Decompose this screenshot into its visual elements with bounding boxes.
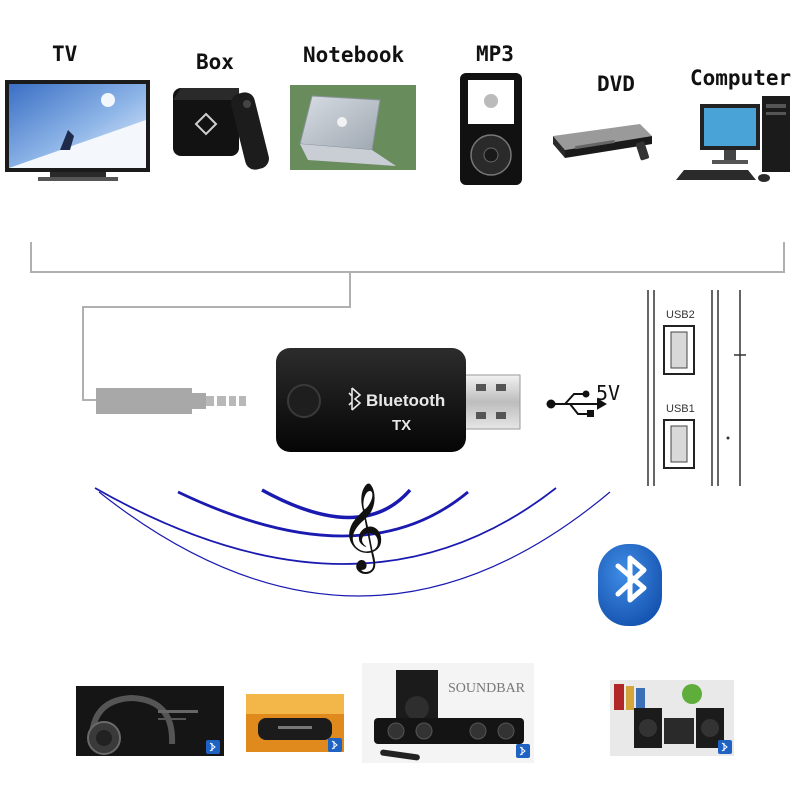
portable-speaker-receiver-icon — [246, 694, 344, 752]
source-label-dvd: DVD — [597, 72, 635, 96]
source-label-box: Box — [196, 50, 234, 74]
source-label-computer: Computer — [690, 66, 792, 90]
device-model-text: TX — [392, 417, 411, 434]
bluetooth-transmitter: Bluetooth TX — [276, 348, 521, 452]
usb1-label: USB1 — [666, 403, 695, 415]
voltage-label: 5V — [596, 381, 621, 405]
dvd-player-icon — [553, 124, 652, 161]
hifi-system-receiver-icon — [610, 680, 734, 756]
soundbar-label-text: SOUNDBAR — [448, 681, 526, 696]
usb1-port-icon — [663, 419, 695, 469]
sound-wave-4 — [98, 491, 611, 597]
sound-wave-1 — [261, 488, 412, 520]
notebook-icon — [290, 85, 416, 170]
audio-jack-icon — [96, 388, 246, 414]
source-label-tv: TV — [52, 42, 78, 66]
tv-box-icon — [173, 88, 269, 170]
source-bracket-line — [30, 242, 785, 401]
device-brand-text: Bluetooth — [366, 391, 445, 410]
soundbar-receiver-icon: SOUNDBAR — [362, 663, 534, 763]
usb-port-panel — [647, 290, 746, 486]
usb-symbol-icon — [546, 390, 608, 417]
mp3-player-icon — [460, 73, 522, 185]
headphones-receiver-icon — [76, 686, 224, 756]
source-label-notebook: Notebook — [303, 43, 405, 67]
svg-text:𝄞: 𝄞 — [340, 481, 385, 574]
source-label-mp3: MP3 — [476, 42, 514, 66]
bluetooth-logo-icon — [598, 544, 662, 626]
tv-icon — [5, 80, 150, 181]
sound-wave-3 — [94, 487, 557, 565]
sound-waves — [94, 487, 611, 597]
usb2-port-icon — [663, 325, 695, 375]
computer-icon — [676, 96, 790, 182]
treble-clef-icon: 𝄞 — [340, 481, 385, 574]
sound-wave-2 — [177, 490, 469, 538]
usb2-label: USB2 — [666, 309, 695, 321]
